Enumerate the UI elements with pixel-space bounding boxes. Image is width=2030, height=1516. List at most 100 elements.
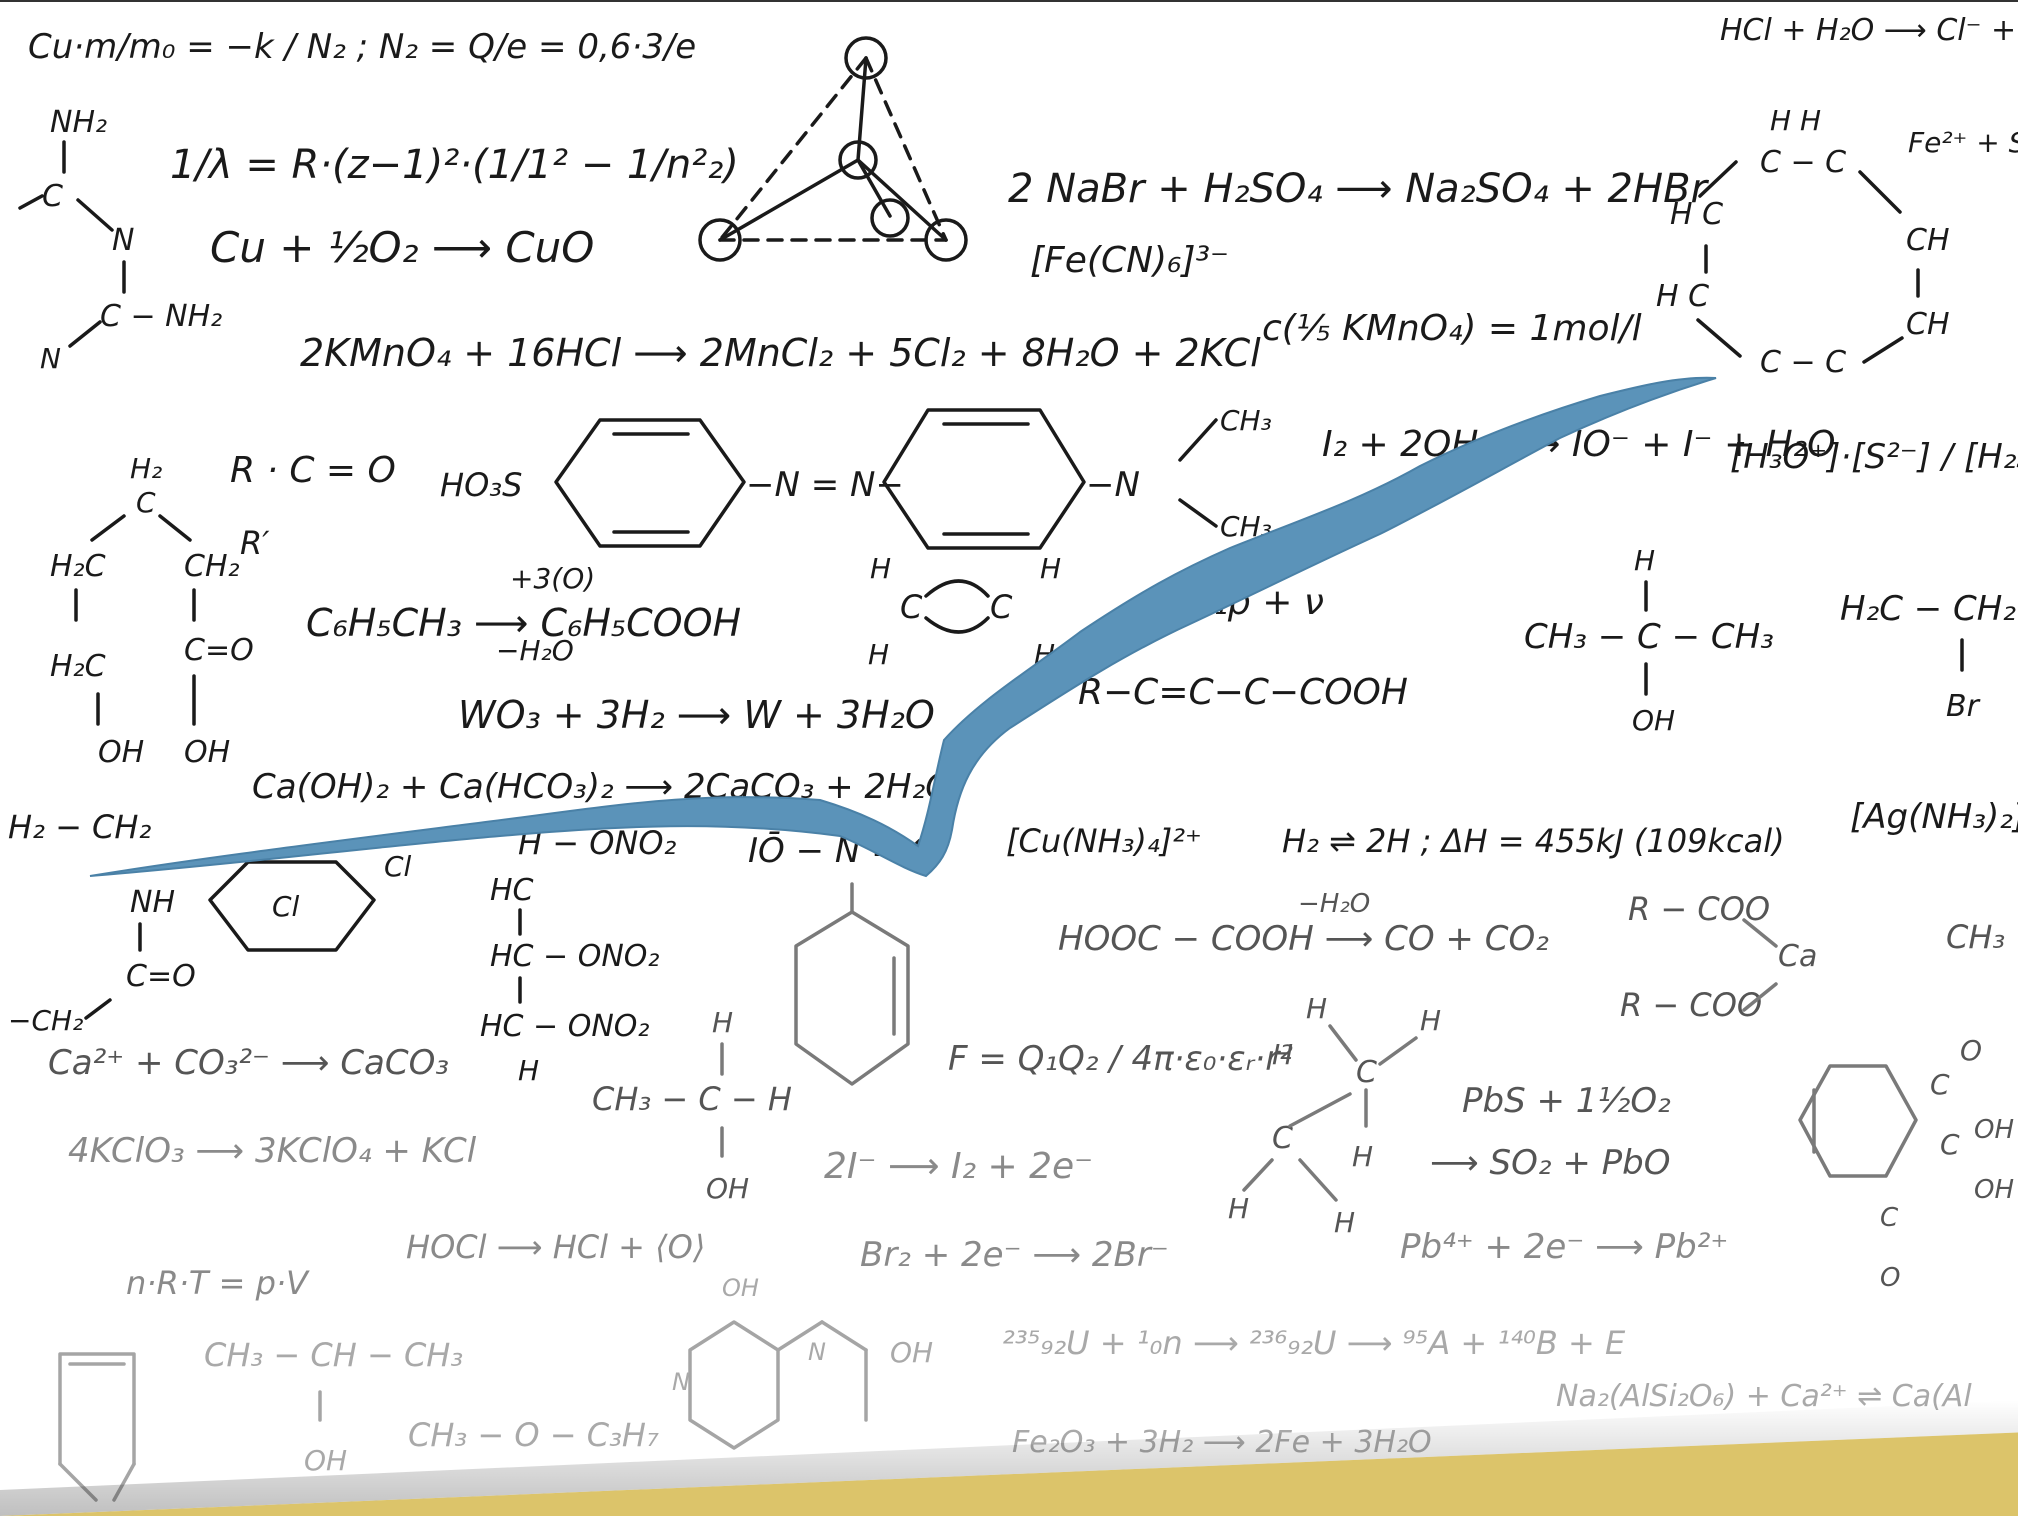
formula-chlorate: 4KClO₃ ⟶ 3KClO₄ + KCl bbox=[68, 1131, 477, 1171]
svg-text:Ca: Ca bbox=[1778, 939, 1817, 974]
formula-pbs: PbS + 1½O₂ bbox=[1462, 1081, 1671, 1121]
formula-ideal-gas: n·R·T = p·V bbox=[126, 1264, 310, 1302]
svg-text:OH: OH bbox=[722, 1274, 759, 1302]
svg-text:N: N bbox=[112, 223, 134, 258]
structure-pyrimidine-faint: OH OH N N bbox=[672, 1274, 933, 1450]
formula-bromine: Br₂ + 2e⁻ ⟶ 2Br⁻ bbox=[860, 1235, 1169, 1275]
svg-text:C: C bbox=[42, 179, 63, 214]
structure-cyclobutadiene: H H C C H H bbox=[868, 552, 1061, 671]
svg-text:H: H bbox=[870, 552, 891, 585]
formula-iron-oxide: Fe₂O₃ + 3H₂ ⟶ 2Fe + 3H₂O bbox=[1012, 1425, 1432, 1460]
formula-oxalic-over: −H₂O bbox=[1298, 889, 1370, 919]
formula-ferricyanide: [Fe(CN)₆]³⁻ bbox=[1030, 240, 1229, 281]
svg-text:H: H bbox=[868, 638, 889, 671]
structure-amide-ring: NH C=O −CH₂ Cl Cl bbox=[8, 850, 412, 1037]
structure-pyridine-faint bbox=[58, 1352, 136, 1502]
formula-carbonate: Ca²⁺ + CO₃²⁻ ⟶ CaCO₃ bbox=[48, 1043, 449, 1083]
formula-h2s-ratio: [H₃O⁺]·[S²⁻] / [H₂S] bbox=[1730, 437, 2030, 477]
formula-toluene-over: +3(O) bbox=[510, 562, 595, 595]
structure-cyclooctatetraene: H H C − C H C CH H C CH C − C Fe²⁺ + S²⁻ bbox=[1656, 104, 2030, 380]
svg-text:HC − ONO₂: HC − ONO₂ bbox=[490, 939, 659, 974]
formula-tungsten: WO₃ + 3H₂ ⟶ W + 3H₂O bbox=[458, 693, 935, 737]
svg-text:H₂: H₂ bbox=[130, 452, 162, 485]
svg-text:H C: H C bbox=[1670, 197, 1723, 232]
svg-text:N: N bbox=[808, 1338, 826, 1366]
svg-text:NH: NH bbox=[130, 885, 175, 920]
svg-text:H: H bbox=[1040, 552, 1061, 585]
structure-nitroglycerin: H − ONO₂ HC HC − ONO₂ HC − ONO₂ H bbox=[480, 824, 677, 1087]
formula-hocl: HOCl ⟶ HCl + ⟨O⟩ bbox=[406, 1228, 705, 1266]
svg-text:NH₂: NH₂ bbox=[50, 105, 107, 140]
label-oh-faint: OH bbox=[304, 1444, 347, 1477]
svg-text:CH₂: CH₂ bbox=[184, 549, 240, 584]
svg-text:H: H bbox=[518, 1054, 539, 1087]
svg-text:OH: OH bbox=[706, 1172, 749, 1205]
svg-text:CH₃ − C − CH₃: CH₃ − C − CH₃ bbox=[1524, 617, 1774, 657]
formula-fragment-ch3: CH₃ − bbox=[1946, 918, 2030, 956]
svg-text:C: C bbox=[1930, 1068, 1950, 1101]
label-oh-2: OH bbox=[184, 735, 230, 770]
structure-cyclic-ketone: H₂ C H₂C CH₂ H₂C C=O OH OH bbox=[50, 452, 254, 770]
svg-text:OH: OH bbox=[1974, 1115, 2014, 1145]
formula-fragment-ch2: H₂ − CH₂ bbox=[8, 808, 151, 846]
formula-iodide: 2I⁻ ⟶ I₂ + 2e⁻ bbox=[824, 1146, 1093, 1187]
svg-text:N: N bbox=[40, 342, 61, 375]
structure-methane-3d: H H C H C H H H bbox=[1228, 992, 1441, 1239]
svg-text:OH: OH bbox=[1632, 704, 1675, 737]
formula-iodine: I₂ + 2OH⁻ ⟶ IO⁻ + I⁻ + H₂O bbox=[1322, 424, 1835, 465]
svg-text:HC − ONO₂: HC − ONO₂ bbox=[480, 1009, 649, 1044]
formula-toluene: C₆H₅CH₃ ⟶ C₆H₅COOH bbox=[306, 601, 741, 645]
structure-isopropanol-upper: H CH₃ − C − H OH bbox=[592, 1006, 792, 1205]
svg-text:O: O bbox=[1880, 1263, 1900, 1293]
formula-rydberg: 1/λ = R·(z−1)²·(1/1² − 1/n²₂) bbox=[170, 142, 739, 188]
svg-text:H₂C − CH₂: H₂C − CH₂ bbox=[1840, 589, 2016, 629]
formula-lead: Pb⁴⁺ + 2e⁻ ⟶ Pb²⁺ bbox=[1400, 1227, 1728, 1267]
formula-coulomb: F = Q₁Q₂ / 4π·ε₀·εᵣ·r² bbox=[948, 1039, 1293, 1079]
structure-benzoic-derivative: C O C OH OH C O bbox=[1798, 1034, 2014, 1293]
formula-top-left: Cu·m/m₀ = −k / N₂ ; N₂ = Q/e = 0,6·3/e bbox=[28, 27, 696, 67]
formula-top-right: HCl + H₂O ⟶ Cl⁻ + H₃O⁺ bbox=[1720, 13, 2030, 48]
tetrahedral-molecule bbox=[698, 36, 968, 262]
svg-text:HO₃S: HO₃S bbox=[440, 466, 522, 504]
svg-text:O: O bbox=[1960, 1034, 1982, 1067]
formula-fission: ²³⁵₉₂U + ¹₀n ⟶ ²³⁶₉₂U ⟶ ⁹⁵A + ¹⁴⁰B + E bbox=[1002, 1324, 1626, 1362]
svg-text:CH₃ − C − H: CH₃ − C − H bbox=[592, 1080, 792, 1118]
svg-text:OH: OH bbox=[890, 1336, 933, 1369]
formula-oxalic: HOOC − COOH ⟶ CO + CO₂ bbox=[1058, 919, 1549, 959]
svg-text:HC: HC bbox=[490, 873, 534, 908]
svg-text:−CH₂: −CH₂ bbox=[8, 1004, 83, 1037]
formula-zinc-ion: Fe²⁺ + S²⁻ bbox=[1908, 126, 2030, 159]
svg-text:C: C bbox=[1880, 1203, 1899, 1233]
svg-text:Br: Br bbox=[1946, 689, 1981, 724]
svg-text:C: C bbox=[1356, 1055, 1377, 1090]
svg-text:H: H bbox=[1420, 1004, 1441, 1037]
svg-text:CH: CH bbox=[1906, 223, 1950, 258]
svg-text:−N: −N bbox=[1086, 465, 1140, 505]
structure-calcium-carboxylate: R − COO Ca R − COO bbox=[1620, 890, 1817, 1024]
formula-cu-oxidation: Cu + ½O₂ ⟶ CuO bbox=[210, 223, 594, 272]
formula-aldehyde-r: R′ bbox=[240, 524, 270, 562]
svg-text:H: H bbox=[1334, 1206, 1355, 1239]
svg-text:C=O: C=O bbox=[126, 959, 196, 994]
svg-text:H: H bbox=[1352, 1140, 1373, 1173]
formula-silver-ammine: [Ag(NH₃)₂] bbox=[1850, 797, 2026, 837]
svg-text:H C: H C bbox=[1656, 279, 1709, 314]
svg-text:C − C: C − C bbox=[1760, 345, 1846, 380]
svg-text:C: C bbox=[1940, 1128, 1960, 1161]
svg-text:C − NH₂: C − NH₂ bbox=[100, 299, 222, 334]
structure-azo-dye: HO₃S −N = N− −N CH₃ CH₃ bbox=[440, 404, 1272, 550]
formula-pbs-product: ⟶ SO₂ + PbO bbox=[1430, 1143, 1670, 1183]
svg-text:H H: H H bbox=[1770, 104, 1821, 137]
formula-calcium: Ca(OH)₂ + Ca(HCO₃)₂ ⟶ 2CaCO₃ + 2H₂O bbox=[252, 767, 952, 807]
svg-text:C=O: C=O bbox=[184, 633, 254, 668]
formula-nabr: 2 NaBr + H₂SO₄ ⟶ Na₂SO₄ + 2HBr bbox=[1008, 166, 1710, 212]
svg-text:CH: CH bbox=[1906, 307, 1950, 342]
formula-zeolite: Na₂(AlSi₂O₆) + Ca²⁺ ⇌ Ca(Al bbox=[1556, 1379, 1972, 1414]
formula-ether: CH₃ − O − C₃H₇ bbox=[408, 1416, 659, 1454]
label-cl-ring: Cl bbox=[272, 890, 300, 923]
svg-text:H₂C: H₂C bbox=[50, 549, 106, 584]
structure-isobutane: H CH₃ − C − CH₃ OH bbox=[1524, 544, 1774, 737]
formula-toluene-under: −H₂O bbox=[496, 634, 574, 667]
